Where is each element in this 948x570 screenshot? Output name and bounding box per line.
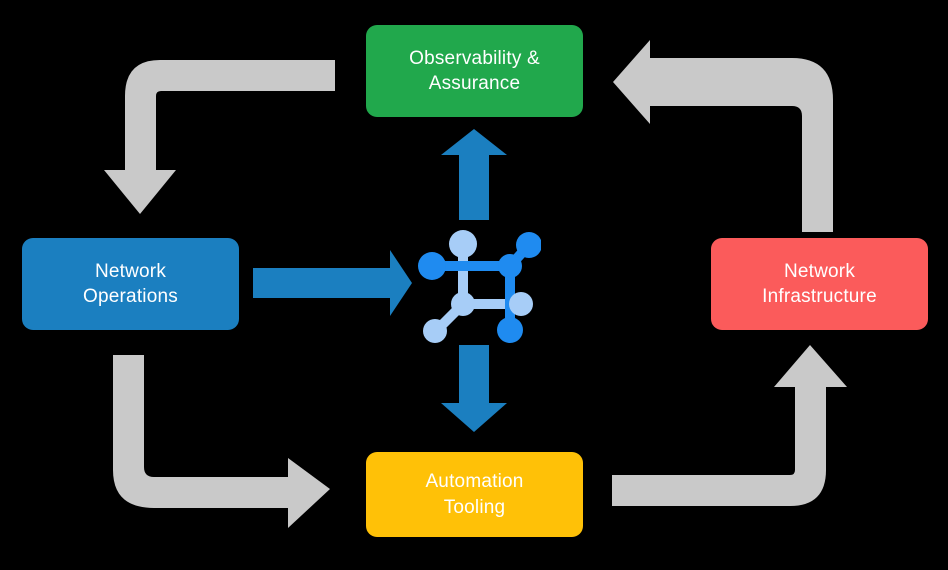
blue-arrow-down (441, 345, 507, 432)
topology-light-nodes (423, 230, 533, 343)
node-label-infrastructure: Network Infrastructure (762, 260, 877, 307)
node-label-operations: Network Operations (83, 260, 178, 307)
node-box-automation[interactable]: Automation Tooling (366, 452, 583, 537)
blue-arrow-up (441, 129, 507, 220)
gray-elbow-arrow-bottom-left (113, 355, 330, 528)
node-box-operations[interactable]: Network Operations (22, 238, 239, 330)
gray-elbow-arrow-top-right (613, 40, 833, 232)
node-label-automation: Automation Tooling (425, 471, 524, 518)
topology-dark-nodes (418, 232, 541, 343)
network-topology-icon (418, 230, 541, 343)
node-box-observability[interactable]: Observability & Assurance (366, 25, 583, 117)
node-label-observability: Observability & Assurance (409, 47, 540, 94)
blue-arrow-right (253, 250, 412, 316)
gray-elbow-arrow-bottom-right (612, 345, 847, 506)
gray-elbow-arrow-top-left (104, 60, 335, 214)
node-box-infrastructure[interactable]: Network Infrastructure (711, 238, 928, 330)
